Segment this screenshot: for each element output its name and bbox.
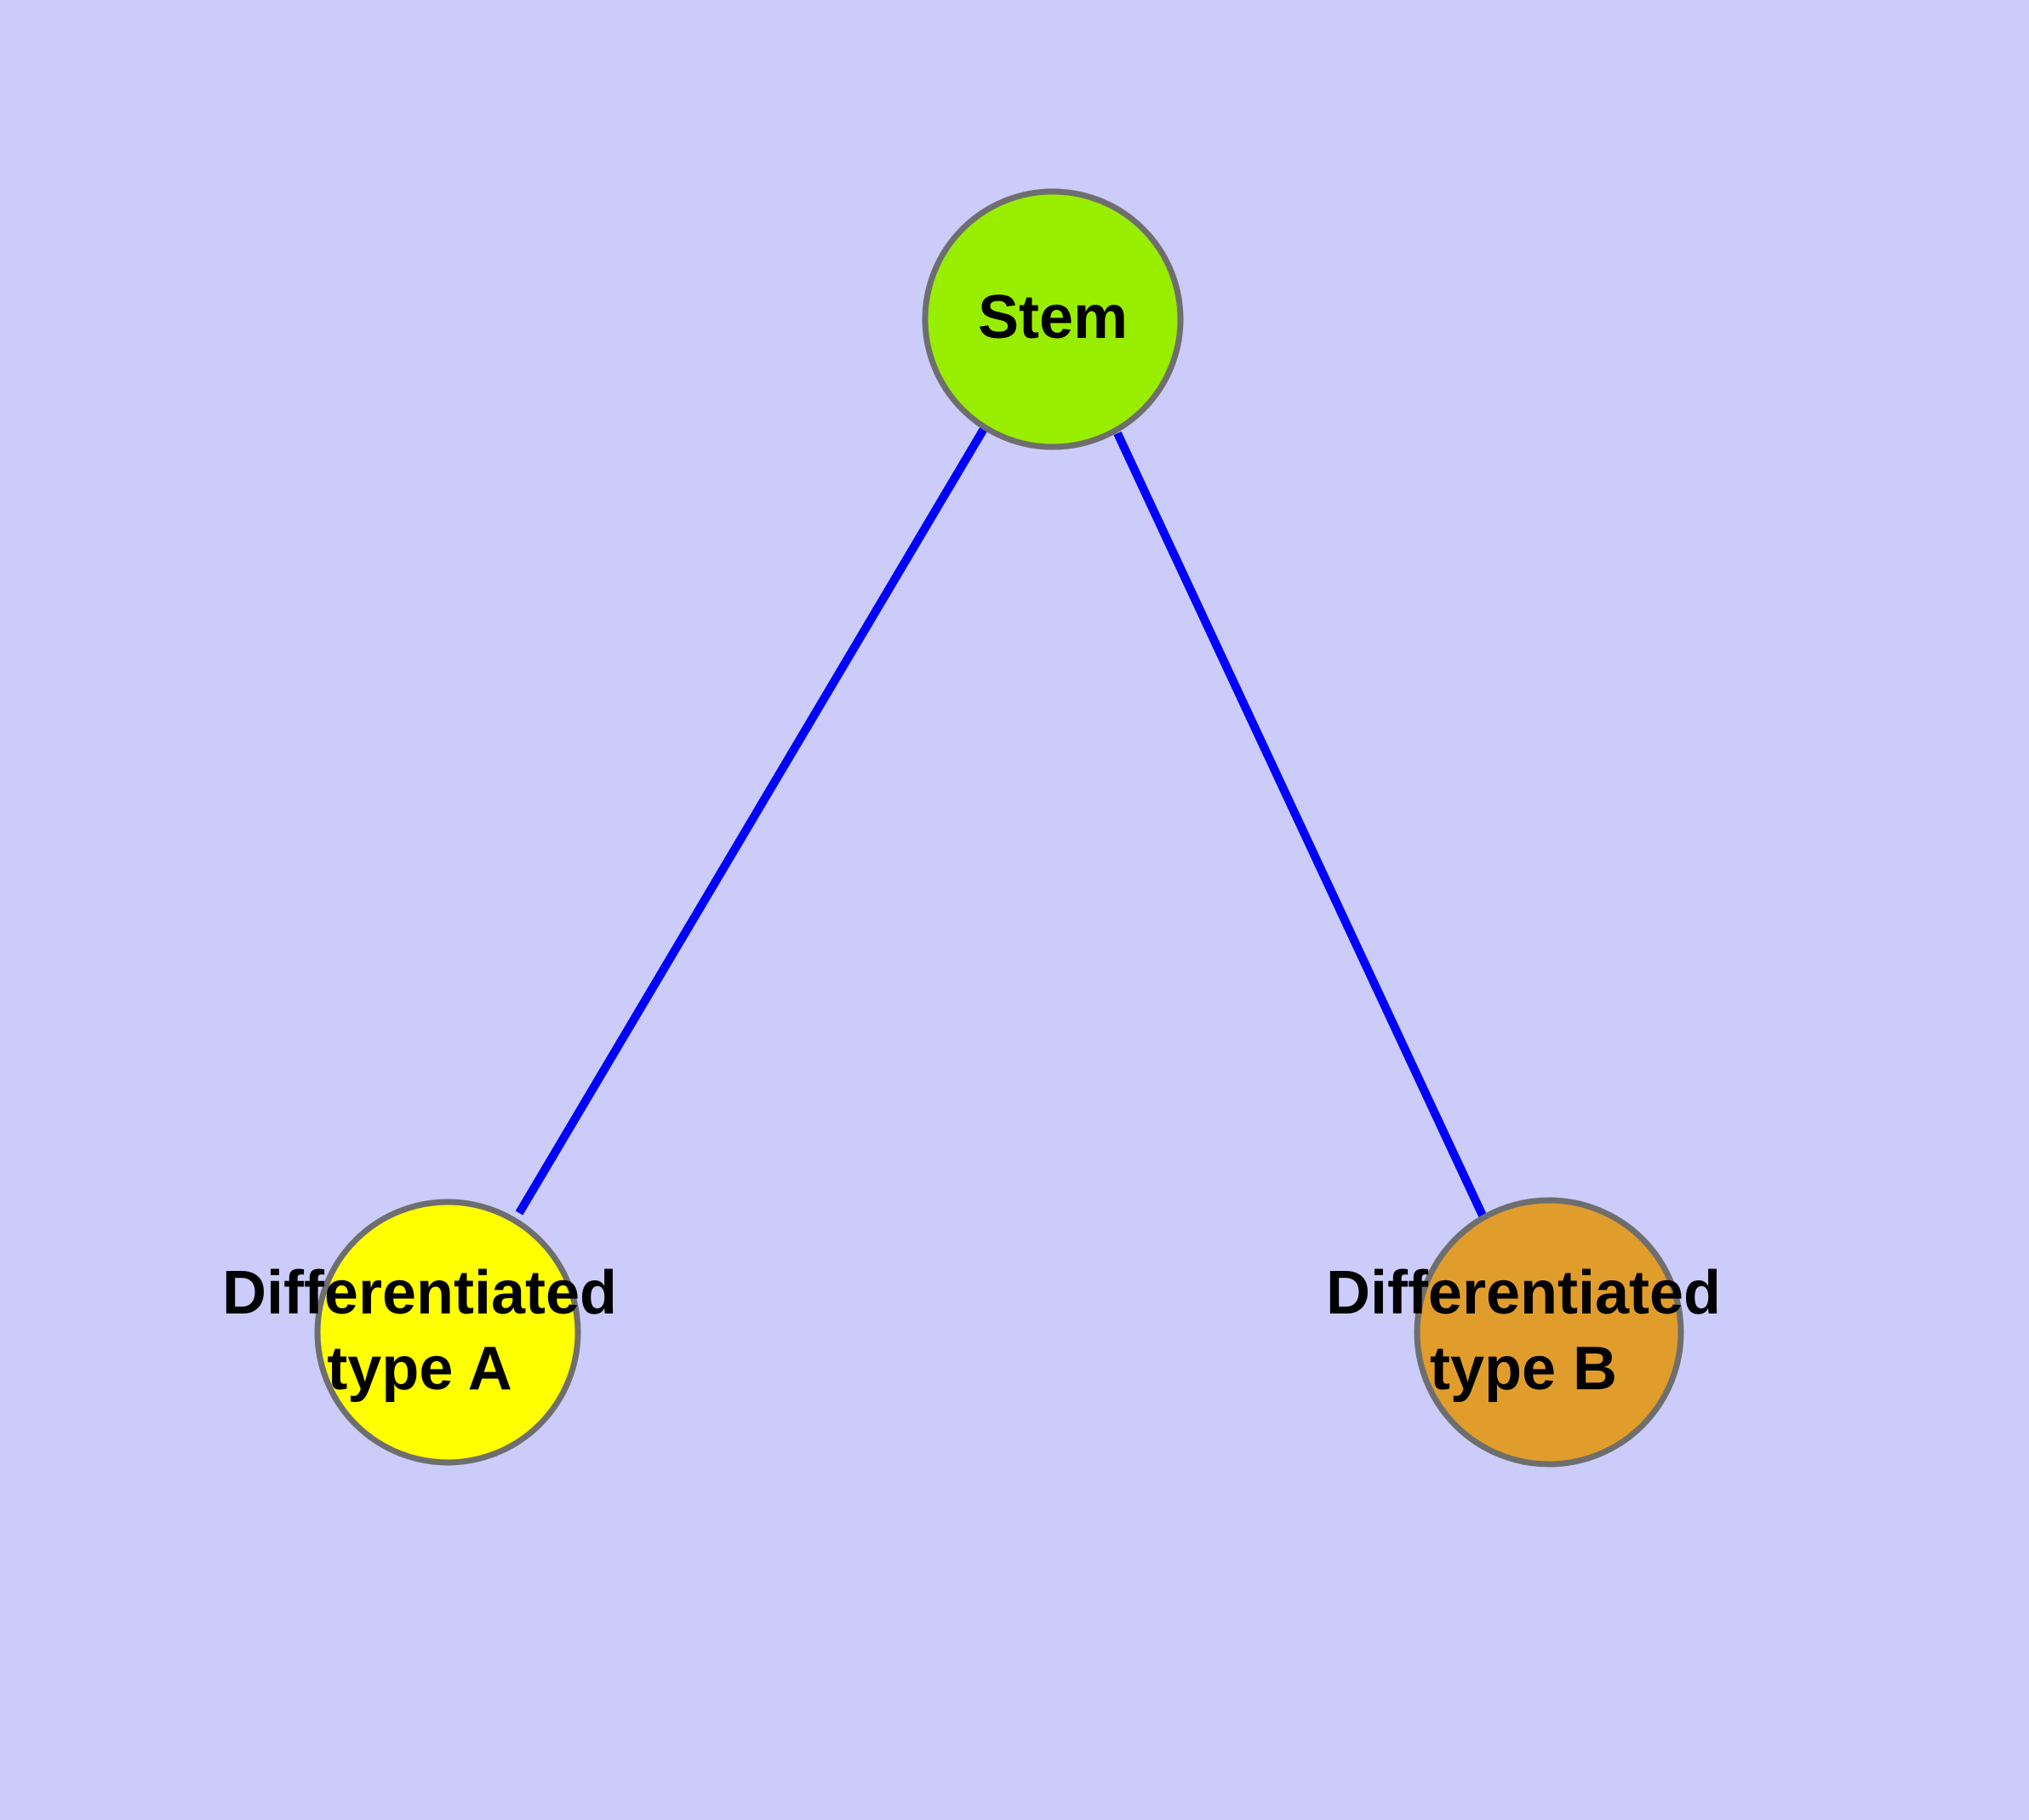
edge-stem-diff-b[interactable] bbox=[1113, 431, 1487, 1218]
node-diff-b-label-line-1: Differentiated bbox=[1326, 1259, 1721, 1327]
node-stem[interactable]: Stem bbox=[922, 188, 1184, 450]
node-stem-label: Stem bbox=[978, 283, 1128, 352]
node-diff-a-label-line-2: type A bbox=[327, 1335, 512, 1403]
edge-stem-diff-a[interactable] bbox=[515, 425, 989, 1216]
node-stem-circle[interactable] bbox=[922, 188, 1184, 450]
node-diff-a[interactable]: Differentiated type A bbox=[222, 1199, 617, 1466]
node-diff-b-circle[interactable] bbox=[1414, 1197, 1684, 1468]
node-diff-a-label-line-1: Differentiated bbox=[222, 1259, 617, 1327]
node-diff-a-circle[interactable] bbox=[314, 1199, 581, 1466]
node-diff-b[interactable]: Differentiated type B bbox=[1326, 1197, 1721, 1468]
edge-layer bbox=[515, 425, 1487, 1218]
node-diff-b-label-line-2: type B bbox=[1430, 1335, 1617, 1403]
